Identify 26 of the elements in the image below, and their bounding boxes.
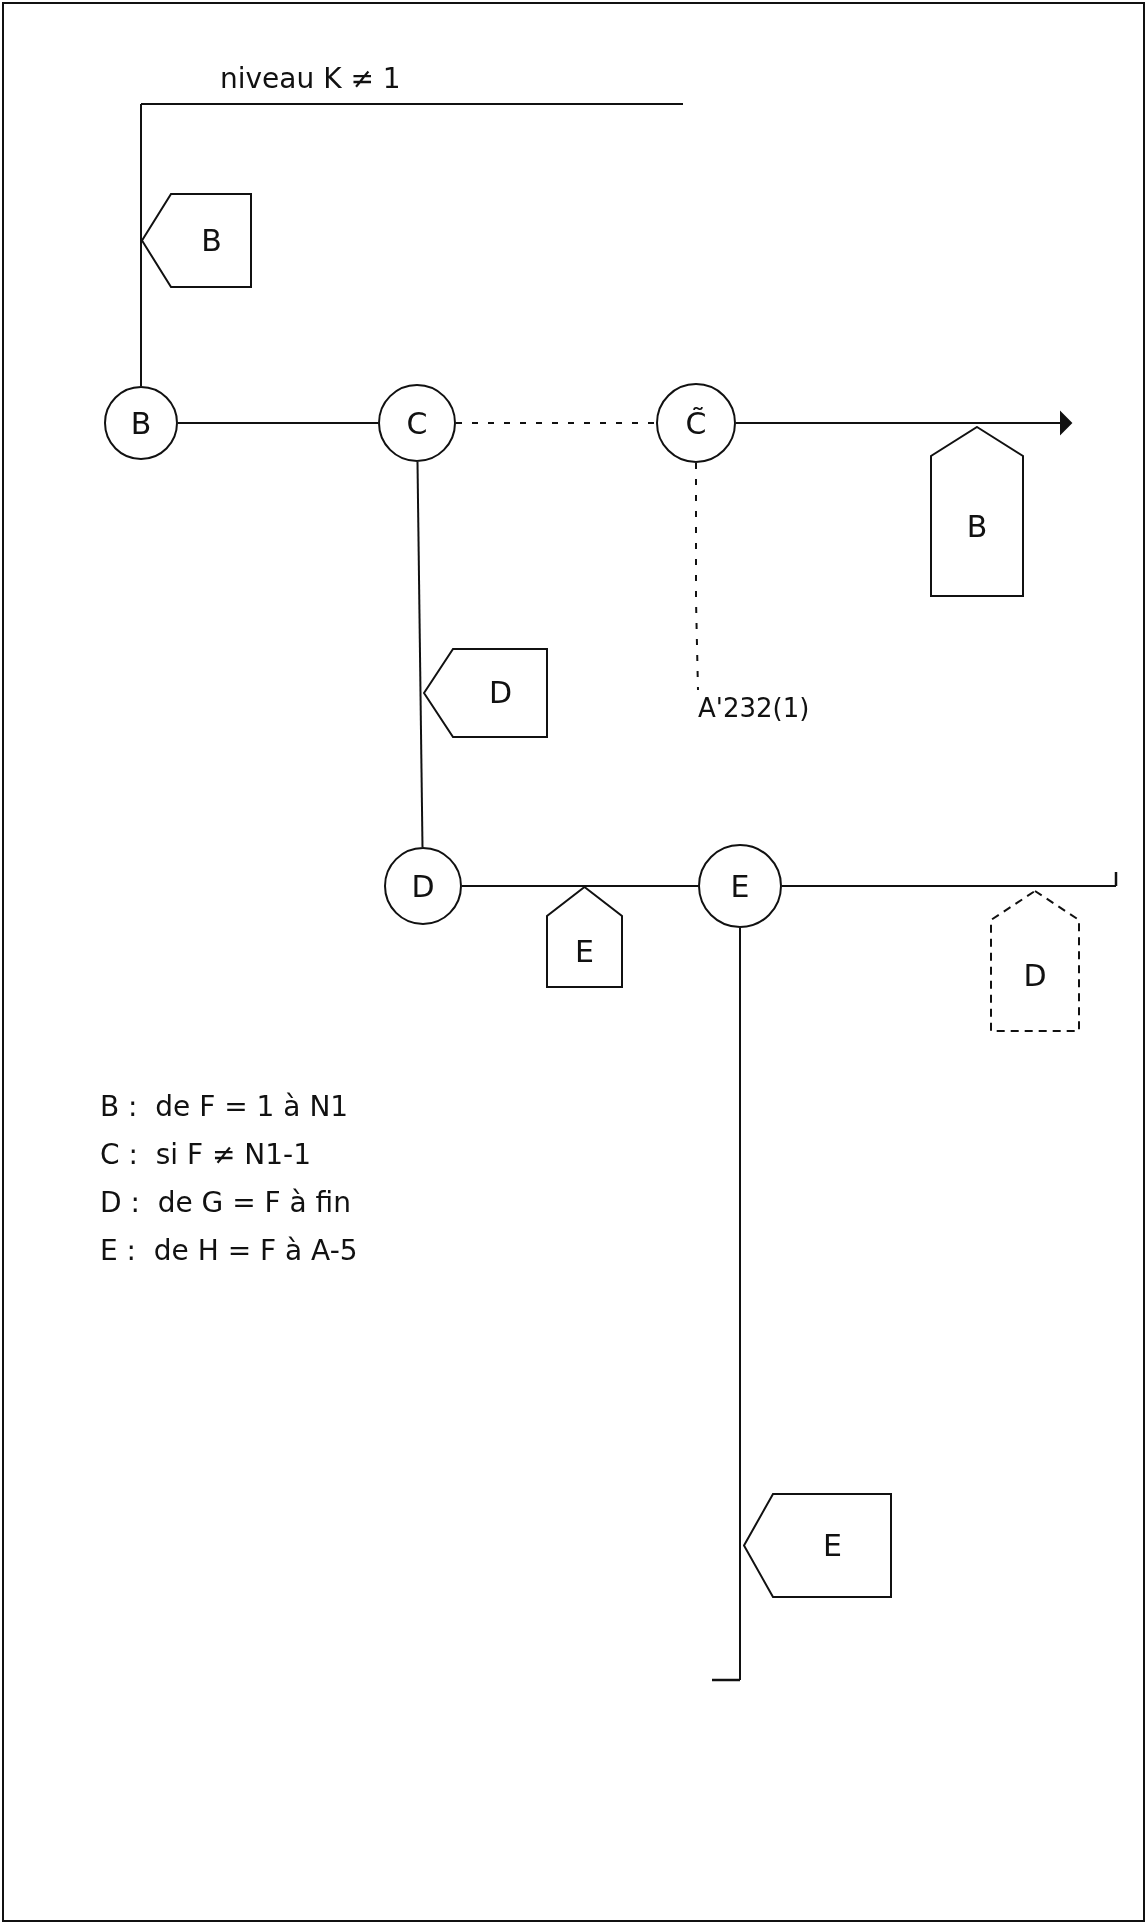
tag-label: B (965, 507, 989, 546)
tag-label: D (488, 674, 513, 712)
arrow (735, 412, 1072, 434)
connector-line (177, 422, 379, 424)
note-text: C : si F ≠ N1-1 (100, 1138, 311, 1171)
circle-node: B (104, 386, 178, 460)
tag-label: E (822, 1526, 843, 1565)
tag-label: E (574, 933, 595, 971)
connector-line (695, 462, 699, 691)
connector-line (455, 422, 657, 424)
note-text: B : de F = 1 à N1 (100, 1090, 349, 1123)
note-text: E : de H = F à A-5 (100, 1234, 358, 1267)
tag-label: B (200, 221, 223, 260)
level-label: niveau K ≠ 1 (220, 62, 401, 95)
annotation-text: A'232(1) (698, 690, 938, 726)
tag-label: D (1023, 957, 1047, 995)
circle-node: C (378, 384, 456, 462)
circle-node: D (384, 847, 462, 925)
note-text: D : de G = F à fin (100, 1186, 351, 1219)
connector-line (781, 870, 1118, 888)
connector-line (461, 885, 699, 887)
circle-node: E (698, 844, 782, 928)
connector-line (416, 461, 424, 848)
connector-line (140, 103, 142, 387)
circle-node: C̃ (656, 383, 736, 463)
connector-line (710, 927, 742, 1682)
